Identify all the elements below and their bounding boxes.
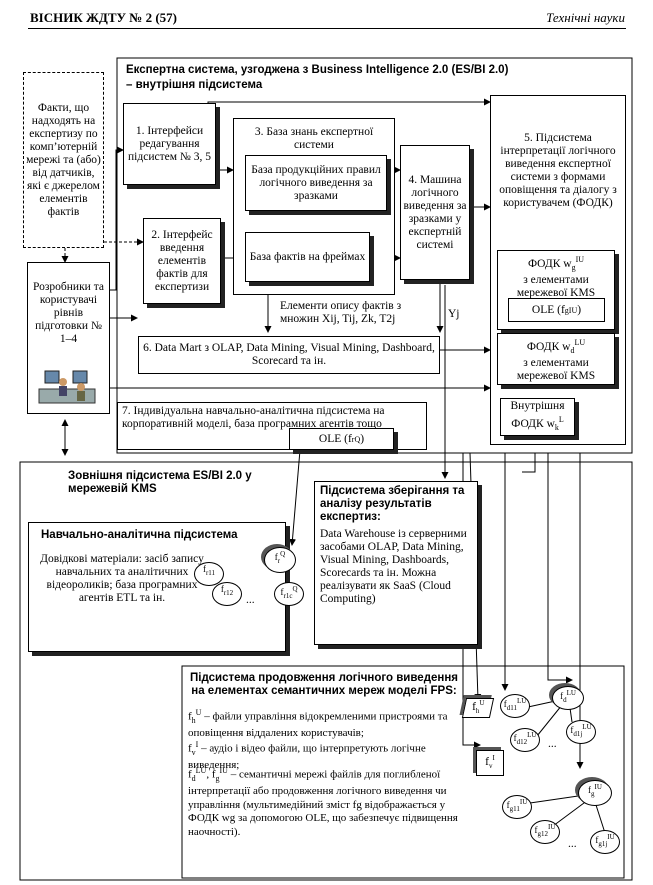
- fodk2-rest: з елементами мережевої KMS: [516, 357, 596, 383]
- fodk3-label: Внутрішня ФОДК w: [510, 399, 565, 430]
- storage-subsystem: Підсистема зберігання та аналізу результ…: [314, 481, 478, 645]
- box3-title: 3. База знань експертної системи: [254, 126, 374, 151]
- fodk1-label: ФОДК w: [527, 257, 572, 270]
- node-fr11: fr11: [194, 562, 224, 586]
- box-facts-input: 2. Інтерфейс введення елементів фактів д…: [143, 218, 221, 304]
- storage-text: Data Warehouse із серверними засобами OL…: [320, 528, 467, 605]
- box-rules-base: База продукційних правил логічного вивед…: [245, 155, 387, 211]
- users-icon: [38, 370, 96, 404]
- node-fh: fhU: [461, 698, 495, 718]
- internal-subtitle: – внутрішня підсистема: [126, 79, 263, 91]
- box4-text: 4. Машина логічного виведення за зразкам…: [403, 173, 467, 251]
- node-fr: frQ: [264, 547, 296, 573]
- fodk-internal-k: Внутрішня ФОДК wkL: [500, 398, 575, 436]
- developers-text: Розробники та користувачі рівнів підгото…: [33, 280, 104, 345]
- box-facts-base: База фактів на фреймах: [245, 232, 370, 282]
- learning-title: Навчально-аналітична підсистема: [41, 529, 238, 541]
- external-frame: [19, 461, 633, 881]
- box-editing-interfaces: 1. Інтерфейси редагування підсистем № 3,…: [123, 103, 216, 185]
- fd-dots: ...: [548, 738, 557, 750]
- continuation-p2-text: – аудіо і відео файли, що інтерпретують …: [188, 742, 426, 772]
- box1-text: 1. Інтерфейси редагування підсистем № 3,…: [128, 124, 211, 163]
- continuation-p1: fhU – файли управління відокремленими пр…: [188, 708, 448, 740]
- learning-subsystem: Навчально-аналітична підсистема Довідков…: [28, 522, 286, 652]
- node-fd12: fd12LU: [510, 728, 540, 752]
- node-fv: fvI: [476, 750, 504, 776]
- node-fg1j: fg1jIU: [590, 830, 620, 854]
- box3-rules-text: База продукційних правил логічного вивед…: [251, 163, 381, 202]
- journal-title: ВІСНИК ЖДТУ № 2 (57): [30, 10, 177, 25]
- node-fd: fdLU: [552, 686, 584, 710]
- continuation-frame: [181, 665, 625, 879]
- continuation-p1-text: – файли управління відокремленими пристр…: [188, 710, 448, 740]
- box6-text: 6. Data Mart з OLAP, Data Mining, Visual…: [143, 342, 435, 367]
- node-fg: fgIU: [578, 780, 612, 806]
- fodk2-label: ФОДК w: [526, 340, 571, 353]
- storage-title: Підсистема зберігання та аналізу результ…: [320, 485, 465, 523]
- facts-source-text: Факти, що надходять на експертизу по ком…: [26, 101, 101, 218]
- fodk1-rest: з елементами мережевої KMS: [516, 274, 596, 300]
- box3-facts-text: База фактів на фреймах: [249, 250, 366, 263]
- node-fd11: fd11LU: [500, 694, 530, 718]
- node-fg11: fg11IU: [502, 795, 532, 819]
- node-fg12: fg12IU: [530, 820, 560, 844]
- continuation-p3-text: – семантичні мережі файлів для поглиблен…: [188, 768, 458, 838]
- elements-description: Елементи опису фактів з множин Xij, Tij,…: [280, 300, 402, 325]
- continuation-title: Підсистема продовження логічного виведен…: [190, 672, 458, 697]
- continuation-p3: fdLU, fgIU – семантичні мережі файлів дл…: [188, 766, 458, 838]
- node-fr1c: fr1cQ: [274, 582, 304, 606]
- yj-label: Yj: [448, 308, 460, 320]
- node-fd1j: fd1jLU: [566, 720, 596, 744]
- continuation-p2: fvI – аудіо і відео файли, що інтерпрету…: [188, 740, 426, 772]
- section-title: Технічні науки: [546, 10, 625, 25]
- box2-text: 2. Інтерфейс введення елементів фактів д…: [151, 228, 213, 293]
- learning-dots: ...: [246, 594, 255, 606]
- box5-text: 5. Підсистема інтерпретації логічного ви…: [499, 132, 617, 209]
- internal-frame: [116, 57, 633, 454]
- node-fr12: fr12: [212, 582, 242, 606]
- header-rule: [28, 28, 626, 29]
- box7-text: 7. Індивідуальна навчально-аналітична пі…: [122, 405, 385, 430]
- fodk-network-d: ФОДК wdLU з елементами мережевої KMS: [497, 333, 615, 385]
- box-data-mart: 6. Data Mart з OLAP, Data Mining, Visual…: [138, 336, 440, 374]
- internal-title: Експертна система, узгоджена з Business …: [126, 64, 509, 76]
- external-title: Зовнішня підсистема ES/BI 2.0 у мережеві…: [68, 470, 252, 495]
- facts-source-box: Факти, що надходять на експертизу по ком…: [23, 72, 104, 248]
- box-inference-machine: 4. Машина логічного виведення за зразкам…: [400, 145, 470, 280]
- learning-text: Довідкові матеріали: засіб запису навчал…: [40, 553, 204, 604]
- fg-dots: ...: [568, 838, 577, 850]
